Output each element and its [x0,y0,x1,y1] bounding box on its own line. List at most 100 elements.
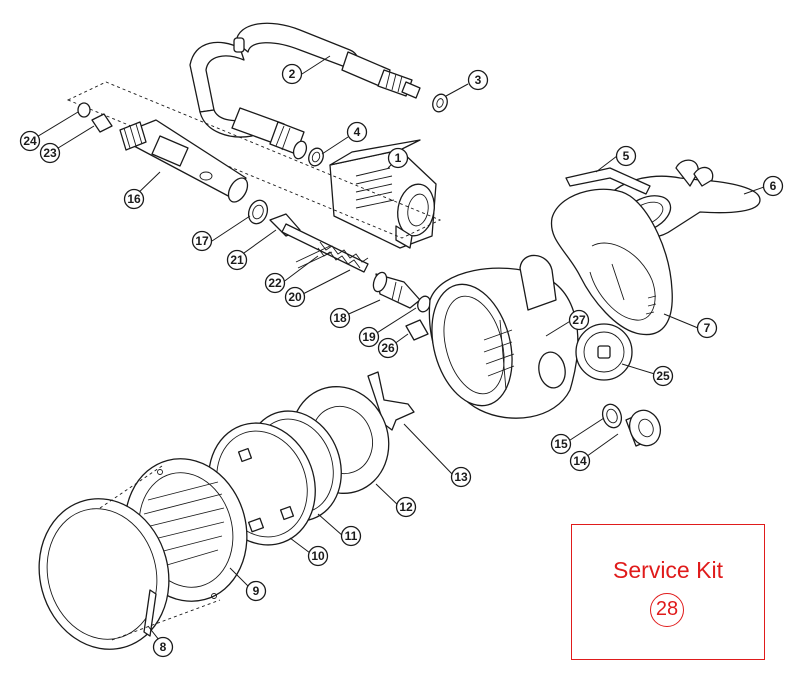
knob-part [625,409,662,447]
callout-circle [245,580,267,602]
callout-circle [346,121,368,143]
alignment-line [99,465,221,641]
callout-label: 13 [454,470,468,484]
service-kit-box: Service Kit 28 [571,524,765,660]
callout-6: 6 [762,175,784,197]
callout-circle [467,69,489,91]
valve-stem-part [119,119,249,203]
callout-label: 19 [362,330,376,344]
callout-circle [652,365,674,387]
callout-label: 2 [289,67,296,81]
o-ring-small-part [77,102,91,118]
callout-circle [395,496,417,518]
callout-circle [307,545,329,567]
callout-22: 22 [264,272,286,294]
callout-label: 4 [354,125,361,139]
callout-circle [191,230,213,252]
callout-18: 18 [329,307,351,329]
service-kit-title: Service Kit [613,557,723,583]
callout-label: 25 [656,369,670,383]
exhaust-cover-part [550,188,673,336]
callout-7: 7 [696,317,718,339]
inlet-seat-part [372,271,421,309]
callout-label: 15 [554,437,568,451]
callout-label: 16 [127,192,141,206]
callout-circle [152,636,174,658]
callout-17: 17 [191,230,213,252]
callout-9: 9 [245,580,267,602]
callout-label: 20 [288,290,302,304]
callout-circle [377,337,399,359]
callout-label: 14 [573,454,587,468]
callout-circle [387,147,409,169]
callout-label: 6 [770,179,777,193]
callout-circle [762,175,784,197]
callout-circle [450,466,472,488]
exhaust-valve-part [575,323,633,381]
assembly-outline [66,81,442,239]
callout-label: 17 [195,234,209,248]
callout-16: 16 [123,188,145,210]
second-stage-body-part [428,254,579,419]
callout-label: 22 [268,276,282,290]
callout-5: 5 [615,145,637,167]
callout-circle [569,450,591,472]
callout-26: 26 [377,337,399,359]
o-ring-part [308,147,324,167]
callout-circle [123,188,145,210]
callout-circle [550,433,572,455]
callout-13: 13 [450,466,472,488]
callout-circle [696,317,718,339]
callout-circle [568,309,590,331]
callout-circle [226,249,248,271]
callout-circle [39,142,61,164]
callout-8: 8 [152,636,174,658]
poppet-spring-part [269,213,369,273]
callout-label: 9 [253,584,260,598]
hose-part [189,22,421,160]
callout-label: 3 [475,73,482,87]
clamp-part [565,167,651,195]
callout-label: 23 [43,146,57,160]
callout-circle [615,145,637,167]
callout-14: 14 [569,450,591,472]
callout-24: 24 [19,130,41,152]
callout-25: 25 [652,365,674,387]
callout-label: 11 [345,529,358,543]
callout-label: 24 [23,134,37,148]
callout-label: 8 [160,640,167,654]
callout-label: 5 [623,149,630,163]
callout-19: 19 [358,326,380,348]
callout-circle [264,272,286,294]
callout-3: 3 [467,69,489,91]
o-ring-15-part [601,403,623,429]
callout-12: 12 [395,496,417,518]
callout-15: 15 [550,433,572,455]
valve-housing-part [329,139,437,249]
callout-circle [281,63,303,85]
callout-label: 27 [572,313,586,327]
callout-10: 10 [307,545,329,567]
callout-4: 4 [346,121,368,143]
washer-part [432,93,448,113]
clip-part [405,319,429,341]
callout-2: 2 [281,63,303,85]
callout-21: 21 [226,249,248,271]
deflector-part [367,371,415,431]
callout-label: 7 [704,321,711,335]
callout-circle [284,286,306,308]
o-ring-17-part [247,199,269,225]
callout-label: 18 [333,311,347,325]
seat-part [91,113,113,133]
callout-label: 10 [311,549,325,563]
callout-label: 26 [381,341,395,355]
callout-circle [19,130,41,152]
callout-27: 27 [568,309,590,331]
service-kit-number-badge: 28 [650,593,684,627]
callout-23: 23 [39,142,61,164]
callout-label: 21 [230,253,244,267]
callout-20: 20 [284,286,306,308]
callout-circle [340,525,362,547]
callout-1: 1 [387,147,409,169]
